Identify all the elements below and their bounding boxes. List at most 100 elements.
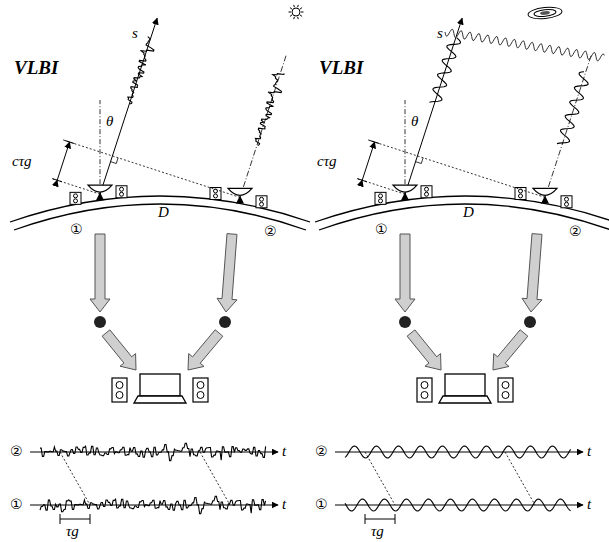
sine-panel <box>315 18 609 524</box>
delay-label: τg <box>66 524 79 539</box>
star-ray <box>293 5 295 7</box>
star-ray <box>293 17 295 19</box>
laptop-base <box>439 396 491 403</box>
zenith-line <box>100 100 101 194</box>
rack-dial <box>120 187 124 191</box>
delay-bracket <box>365 519 395 520</box>
rack-dial <box>565 197 569 201</box>
star-ray <box>297 17 299 19</box>
rack-dial <box>260 197 264 201</box>
speaker-cone <box>421 392 428 399</box>
equipment-rack <box>70 192 81 204</box>
wavefront-line <box>63 140 240 198</box>
equipment-rack <box>561 196 572 208</box>
delay-guide <box>365 452 395 505</box>
station-number: ② <box>10 444 23 458</box>
recorder-dot <box>399 316 411 328</box>
star-ray <box>300 15 302 16</box>
signal-flow-arrow <box>493 330 528 370</box>
laptop-base <box>134 396 186 403</box>
speaker-cone <box>197 392 204 399</box>
wavefront-line <box>368 140 545 198</box>
station-number: ① <box>70 222 83 236</box>
equipment-rack <box>256 196 267 208</box>
sine-trace <box>345 499 571 511</box>
angle-label: θ <box>411 114 418 129</box>
parallel-ray <box>240 55 286 198</box>
signal-flow-arrow <box>102 330 136 370</box>
station-number: ① <box>315 497 328 511</box>
speaker-cone <box>116 382 123 389</box>
equipment-rack <box>421 186 432 198</box>
equipment-rack <box>375 192 386 204</box>
vector-label: s <box>132 26 138 41</box>
star-ray <box>290 15 292 16</box>
speaker-box <box>112 378 127 402</box>
star-ray <box>301 12 304 13</box>
rack-dial <box>425 192 429 196</box>
speaker-box <box>417 378 432 402</box>
incoming-wave <box>445 29 604 61</box>
noise-signal <box>255 73 284 145</box>
antenna-dish <box>393 185 417 192</box>
rack-dial <box>120 192 124 196</box>
rack-dial <box>74 199 78 203</box>
delay-tick <box>365 514 366 524</box>
parallel-ray <box>545 55 591 198</box>
galaxy-core <box>540 11 550 16</box>
galaxy-arm <box>534 9 557 18</box>
dimension-tick <box>52 179 62 182</box>
antenna-mount <box>236 195 244 203</box>
antenna-dish <box>533 188 557 195</box>
rack-dial <box>379 194 383 198</box>
time-axis <box>335 505 583 506</box>
delay-guide <box>200 452 230 505</box>
antenna-mount <box>96 192 104 200</box>
angle-label: θ <box>106 114 113 129</box>
recorder-dot <box>94 316 106 328</box>
equipment-rack <box>116 186 127 198</box>
speaker-cone <box>116 392 123 399</box>
rack-dial <box>379 199 383 203</box>
station-number: ② <box>569 224 582 238</box>
star-ray <box>290 8 292 9</box>
noise-panel <box>10 18 310 524</box>
signal-flow-arrow <box>522 234 542 312</box>
antenna-mount <box>401 192 409 200</box>
time-axis-label: t <box>587 444 591 459</box>
dimension-line <box>362 142 374 180</box>
speaker-box <box>193 378 208 402</box>
delay-bracket <box>60 519 90 520</box>
speaker-cone <box>502 392 509 399</box>
noise-signal <box>128 37 154 104</box>
star-core <box>292 8 300 16</box>
laptop-screen <box>140 374 180 396</box>
baseline-label: D <box>158 205 169 220</box>
station-number: ② <box>315 444 328 458</box>
vector-label: s <box>437 26 443 41</box>
galaxy-icon <box>528 6 563 20</box>
delay-label: τg <box>371 524 384 539</box>
right-angle-marker <box>416 158 424 164</box>
delay-tick <box>60 514 61 524</box>
station-number: ① <box>375 222 388 236</box>
point-source-icon <box>289 5 304 19</box>
signal-flow-arrow <box>90 234 110 312</box>
recorder-dot <box>219 316 231 328</box>
sine-signal <box>429 38 460 102</box>
delay-guide <box>60 452 90 505</box>
speaker-cone <box>197 382 204 389</box>
station-number: ① <box>10 497 23 511</box>
speaker-box <box>498 378 513 402</box>
signal-flow-arrow <box>217 234 237 312</box>
star-ray <box>300 8 302 9</box>
speaker-cone <box>502 382 509 389</box>
dimension-line <box>57 142 69 180</box>
sine-trace <box>345 446 571 458</box>
rack-dial <box>214 194 218 198</box>
time-axis-label: t <box>587 497 591 512</box>
delay-length-label: cτg <box>317 154 337 169</box>
delay-tick <box>395 514 396 524</box>
baseline-label: D <box>463 205 474 220</box>
